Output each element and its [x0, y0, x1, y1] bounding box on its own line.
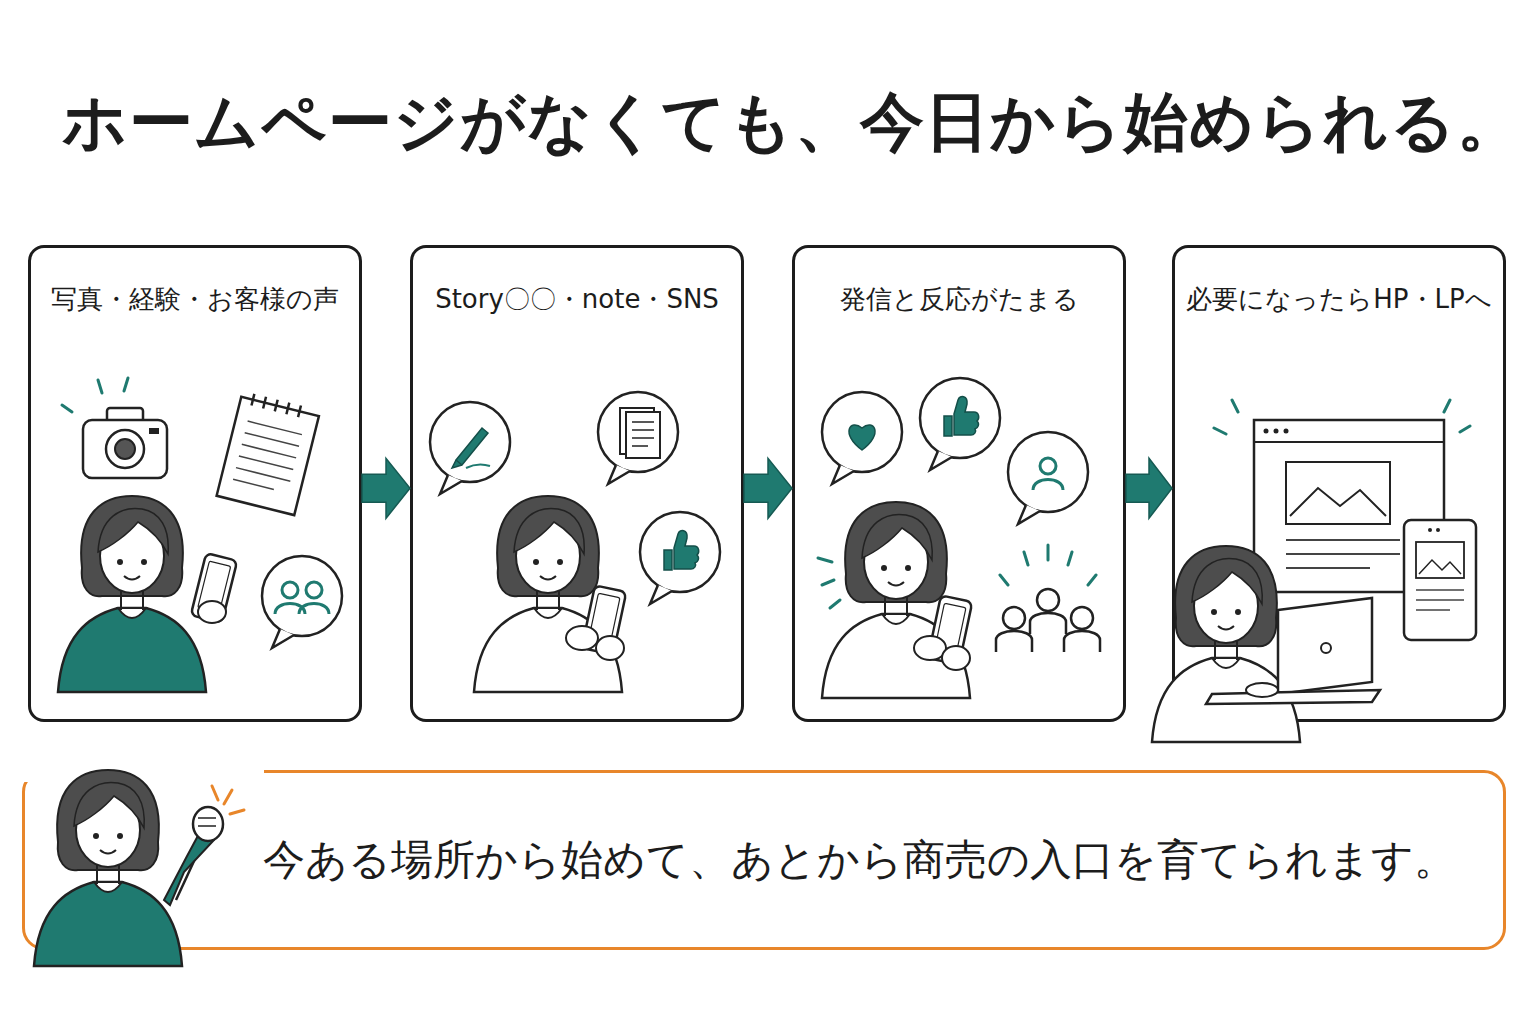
band-character-part: [10, 760, 264, 782]
panel-two-art-part: [474, 496, 622, 692]
panel-three-art-part: [996, 607, 1032, 652]
mobile-screen-part: [1416, 590, 1464, 610]
message-band: 今ある場所から始めて、あとから商売の入口を育てられます。: [22, 770, 1506, 950]
panel-one-art-part: [58, 496, 206, 692]
panel-two-art-part: [640, 512, 720, 604]
diagram-title: ホームページがなくても、今日から始められる。: [62, 90, 1522, 154]
panel-one-art-part: [275, 582, 305, 614]
panel-heading: Story〇〇・note・SNS: [413, 284, 741, 315]
mobile-screen-part: [1404, 520, 1476, 640]
notepad-icon-part: [251, 394, 300, 417]
panel-two-art-part: [452, 428, 488, 468]
flow-arrow: [1126, 458, 1172, 518]
laptop-icon-part: [1321, 643, 1331, 653]
camera-icon-part: [106, 430, 144, 468]
document-icon-part: [620, 408, 654, 454]
browser-window-part: [1254, 420, 1444, 592]
panel-heading: 写真・経験・お客様の声: [31, 284, 359, 315]
browser-window-part: [1254, 441, 1444, 443]
laptop-icon: [1206, 598, 1380, 704]
step-panel: Story〇〇・note・SNS: [410, 245, 744, 722]
panel-two-art-part: [466, 464, 490, 468]
flow-arrow: [362, 458, 410, 518]
panel-heading: 必要になったらHP・LPへ: [1175, 284, 1503, 315]
camera-icon-part: [115, 439, 135, 459]
mobile-screen-part: [1416, 542, 1464, 578]
panel-two-art-part: [598, 392, 678, 484]
browser-window-part: [1286, 540, 1400, 568]
laptop-icon-part: [1246, 683, 1278, 697]
step-panel: 必要になったらHP・LPへ: [1172, 245, 1506, 722]
panel-three-art-part: [928, 595, 973, 664]
panel-three-art-part: [1064, 607, 1100, 652]
step-panel: 発信と反応がたまる: [792, 245, 1126, 722]
panel-three-art-part: [1008, 432, 1088, 524]
mobile-screen-part: [1419, 560, 1461, 574]
panel-two-art: [430, 392, 720, 692]
panel-two-art-part: [582, 585, 627, 654]
panel-two-art-part: [430, 402, 510, 494]
notepad-icon: [217, 391, 321, 515]
notepad-icon-part: [233, 421, 302, 493]
mobile-screen: [1404, 520, 1476, 640]
browser-window-part: [1274, 429, 1279, 434]
panel-one-art-part: [198, 601, 226, 623]
panel-one-art-part: [62, 378, 128, 412]
document-icon: [620, 408, 660, 458]
panel-four-art-part: [1214, 400, 1470, 434]
laptop-icon-part: [1278, 598, 1372, 694]
panel-three-art-part: [822, 392, 902, 484]
panel-four-art-part: [1152, 546, 1300, 742]
band-character-part: [176, 830, 208, 900]
camera-icon: [83, 408, 167, 478]
document-icon-part: [626, 412, 660, 458]
browser-window: [1254, 420, 1444, 592]
browser-window-part: [1264, 429, 1269, 434]
browser-window-part: [1286, 462, 1390, 524]
panel-one-art-part: [262, 556, 342, 648]
browser-window-part: [1284, 429, 1289, 434]
step-panel: 写真・経験・お客様の声: [28, 245, 362, 722]
panel-one-art: [58, 378, 342, 692]
notepad-icon-part: [217, 397, 319, 515]
mobile-screen-part: [1436, 528, 1440, 532]
band-character-part: [198, 818, 216, 826]
flow-arrow: [744, 458, 792, 518]
mobile-screen-part: [1428, 528, 1432, 532]
panel-three-art-part: [1030, 589, 1066, 634]
panel-three-art-part: [1033, 458, 1063, 490]
panel-three-art-part: [944, 397, 979, 436]
panel-three-art: [818, 378, 1100, 698]
panel-two-art-part: [664, 531, 699, 570]
band-character-part: [193, 807, 223, 841]
panel-three-art-part: [920, 378, 1000, 470]
panel-two-art-part: [596, 636, 624, 660]
browser-window-part: [1290, 488, 1386, 516]
panel-three-art-part: [822, 502, 970, 698]
panel-one-art-part: [191, 553, 238, 623]
panel-four-art: [1152, 400, 1476, 742]
panel-two-art-part: [566, 626, 598, 650]
panel-three-art-part: [849, 425, 875, 450]
band-character-part: [34, 770, 182, 966]
laptop-icon-part: [1206, 690, 1380, 704]
band-text: 今ある場所から始めて、あとから商売の入口を育てられます。: [263, 773, 1456, 947]
band-character-part: [212, 786, 244, 814]
panel-one-art-part: [299, 582, 329, 614]
panel-three-art-part: [818, 558, 840, 608]
band-character-part: [164, 832, 214, 905]
panel-three-art-part: [942, 646, 970, 670]
panel-heading: 発信と反応がたまる: [795, 284, 1123, 315]
panel-three-art-part: [914, 636, 946, 660]
panel-three-art-part: [1000, 545, 1096, 585]
camera-icon-part: [149, 428, 159, 434]
band-character: [10, 760, 264, 966]
camera-icon-part: [83, 420, 167, 478]
document-icon-part: [632, 422, 654, 446]
camera-icon-part: [107, 408, 143, 422]
